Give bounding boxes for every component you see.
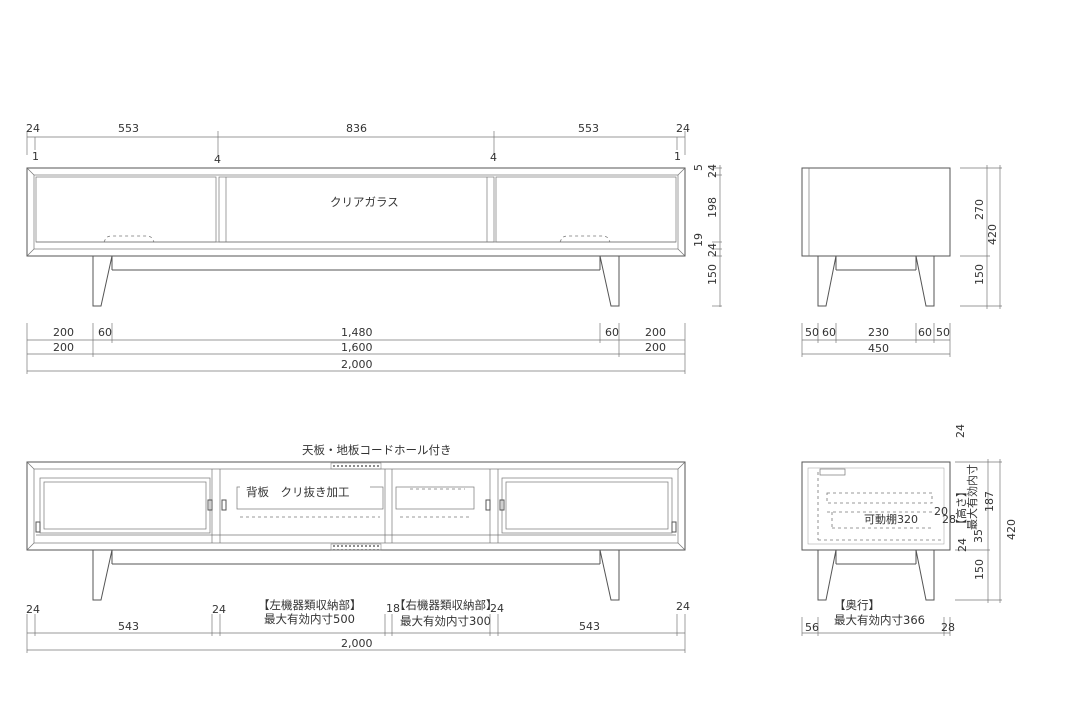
side-bottom-450: 450 [868,342,889,355]
inner-front-view: 天板・地板コードホール付き [26,443,690,653]
front-bottom-200-left-2: 200 [53,341,74,354]
front-dim-1-left: 1 [32,150,39,163]
side-legs [817,255,935,307]
side-bottom-60-left: 60 [822,326,836,339]
front-dim-1-right: 1 [674,150,681,163]
side-vertical-dimensions [960,165,1002,309]
inner-bottom-dimensions [26,614,686,653]
inner-dim-24-a: 24 [26,603,40,616]
side-view: 270 420 150 50 60 230 60 50 450 [801,165,1002,357]
front-bottom-200-right-2: 200 [645,341,666,354]
side-bottom-dimensions [801,323,951,357]
front-bottom-200-right: 200 [645,326,666,339]
inner-legs [92,549,620,601]
inner-side-dim-24-top: 24 [954,424,967,438]
inner-side-cabinet: 可動棚320 [801,461,951,551]
front-dim-836: 836 [346,122,367,135]
side-dim-420: 420 [986,224,999,245]
depth-dim-28: 28 [941,621,955,634]
inner-side-legs [817,549,935,601]
front-bottom-1480: 1,480 [341,326,373,339]
front-top-dimensions [26,131,686,155]
front-dim-24-left: 24 [26,122,40,135]
inner-dim-543-left: 543 [118,620,139,633]
front-side-dim-19: 19 [692,233,705,247]
inner-side-dim-35: 35 [972,529,985,543]
depth-title: 【奥行】 [834,598,880,612]
inner-side-dim-28: 28 [942,513,956,526]
front-dim-24-right: 24 [676,122,690,135]
inner-dim-24-d: 24 [676,600,690,613]
side-dim-150: 150 [973,264,986,285]
side-bottom-50-right: 50 [936,326,950,339]
inner-side-dim-20: 20 [934,505,948,518]
front-side-dim-198: 198 [706,197,719,218]
front-bottom-dimensions [26,323,686,374]
inner-dim-543-right: 543 [579,620,600,633]
front-side-dim-24-top: 24 [706,164,719,178]
inner-side-dim-24-bottom: 24 [956,538,969,552]
shelf-label: 可動棚320 [864,512,918,526]
front-bottom-1600: 1,600 [341,341,373,354]
side-bottom-60-right: 60 [918,326,932,339]
inner-dim-18: 18 [386,602,400,615]
front-dim-4-left: 4 [214,153,221,166]
inner-side-dim-150: 150 [973,559,986,580]
inner-side-depth-dimension [801,617,951,636]
front-dim-553-left: 553 [118,122,139,135]
cord-hole-label: 天板・地板コードホール付き [302,443,452,457]
depth-dim-56: 56 [805,621,819,634]
front-cabinet: クリアガラス [26,167,686,257]
inner-dim-24-c: 24 [490,602,504,615]
left-storage-value: 最大有効内寸500 [264,612,355,626]
front-dim-4-right: 4 [490,151,497,164]
front-side-dimensions [712,165,722,307]
front-side-dim-150: 150 [706,264,719,285]
inner-side-view: 可動棚320 24 【高さ】 最大有効内寸 187 420 20 28 35 2… [801,424,1018,636]
front-bottom-60-left: 60 [98,326,112,339]
inner-side-dim-420: 420 [1005,519,1018,540]
inner-dim-24-b: 24 [212,603,226,616]
inner-cabinet: 背板 クリ抜き加工 [26,461,686,551]
left-storage-title: 【左機器類収納部】 [258,598,362,612]
front-side-dim-5: 5 [692,164,705,171]
height-title: 【高さ】 [954,486,968,530]
front-bottom-200-left: 200 [53,326,74,339]
side-bottom-50-left: 50 [805,326,819,339]
front-bottom-2000: 2,000 [341,358,373,371]
side-cabinet [801,167,951,257]
back-panel-label: 背板 クリ抜き加工 [246,485,350,499]
front-side-dim-24-bottom: 24 [706,243,719,257]
height-value: 最大有効内寸 [965,464,979,530]
front-dim-553-right: 553 [578,122,599,135]
right-storage-value: 最大有効内寸300 [400,614,491,628]
front-view: 24 553 836 553 24 1 4 4 1 [26,122,722,374]
front-legs [92,255,620,307]
inner-side-vertical-dimensions [955,459,1002,603]
side-dim-270: 270 [973,199,986,220]
right-storage-title: 【右機器類収納部】 [394,598,498,612]
side-bottom-230: 230 [868,326,889,339]
front-bottom-60-right: 60 [605,326,619,339]
glass-label: クリアガラス [330,195,399,209]
depth-value: 最大有効内寸366 [834,613,925,627]
inner-dim-2000: 2,000 [341,637,373,650]
inner-side-dim-187: 187 [983,491,996,512]
